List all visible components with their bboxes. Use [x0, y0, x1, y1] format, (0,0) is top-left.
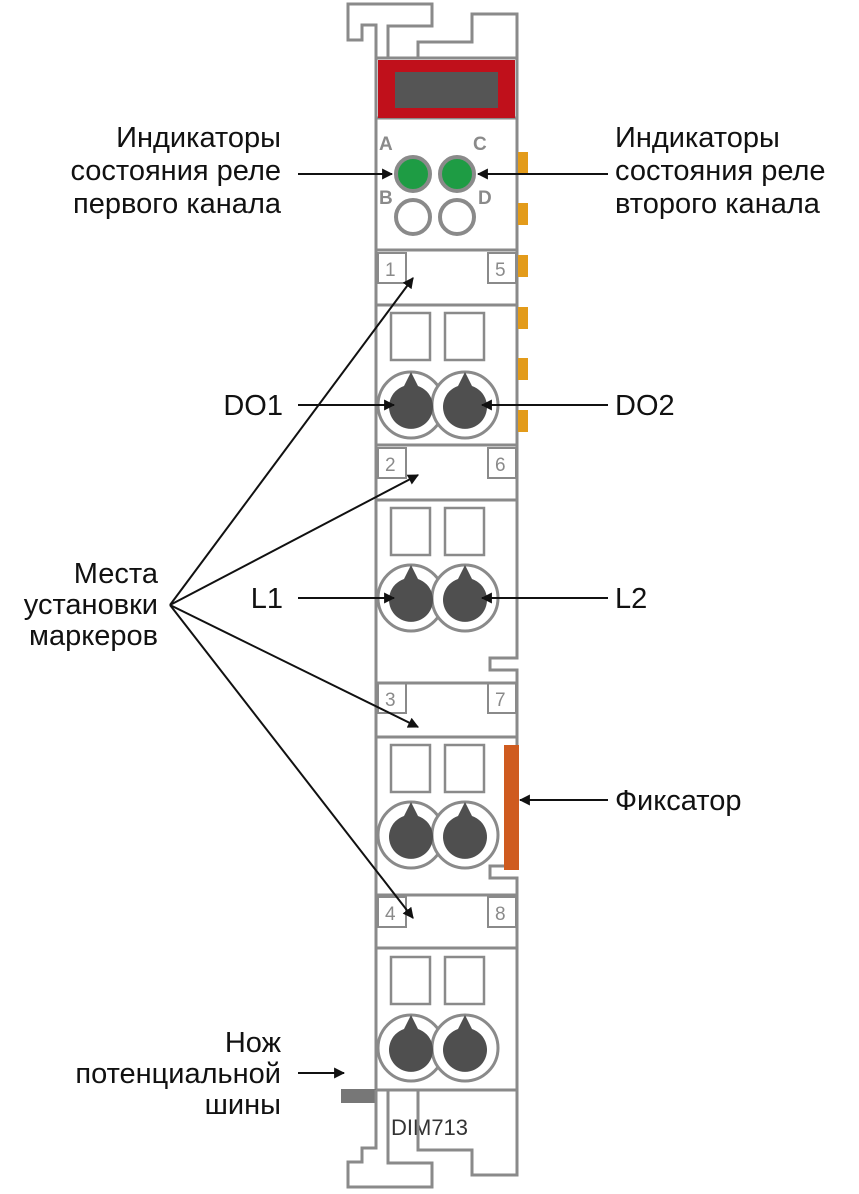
led-d-indicator: [438, 198, 476, 236]
led-letter-a: A: [379, 134, 393, 155]
svg-text:Индикаторы: Индикаторы: [615, 122, 780, 154]
svg-text:шины: шины: [205, 1089, 281, 1121]
led-letter-c: C: [473, 134, 487, 155]
bus-knife: [341, 1089, 376, 1103]
latch: [504, 745, 519, 870]
marker-2: 2: [385, 455, 396, 476]
svg-text:Индикаторы: Индикаторы: [116, 122, 281, 154]
svg-text:второго канала: второго канала: [615, 188, 821, 220]
led-a-indicator: [394, 155, 432, 193]
callout-l2: L2: [615, 583, 647, 615]
bottom-rail-clip: [346, 1090, 519, 1189]
led-b-indicator: [394, 198, 432, 236]
callout-latch: Фиксатор: [615, 785, 741, 817]
callout-led-right: Индикаторы состояния реле второго канала: [615, 122, 826, 220]
marker-8: 8: [495, 904, 506, 925]
svg-text:первого канала: первого канала: [73, 188, 282, 220]
led-panel: A B C D: [379, 134, 492, 236]
callout-led-left: Индикаторы состояния реле первого канала: [70, 122, 281, 220]
terminal-block-1: [376, 311, 500, 440]
terminal-block-4: [376, 955, 500, 1083]
status-header: [378, 60, 515, 118]
screw-l1: [388, 565, 433, 622]
screw-do2: [443, 372, 487, 429]
callout-bus-knife: Нож потенциальной шины: [75, 1027, 281, 1121]
marker-6: 6: [495, 455, 506, 476]
svg-text:потенциальной: потенциальной: [75, 1058, 281, 1090]
screw-l2: [443, 565, 487, 622]
callout-markers: Места установки маркеров: [24, 558, 159, 652]
led-letter-b: B: [379, 188, 393, 209]
top-rail-clip: [346, 2, 519, 58]
model-label: DIM713: [391, 1115, 468, 1140]
svg-text:маркеров: маркеров: [29, 620, 158, 652]
marker-5: 5: [495, 260, 506, 281]
led-c-indicator: [438, 155, 476, 193]
screw-8: [443, 1015, 487, 1072]
screw-3: [389, 802, 433, 859]
marker-1: 1: [385, 260, 396, 281]
callout-do1: DO1: [223, 390, 283, 422]
terminal-block-2: [376, 506, 500, 633]
svg-text:состояния реле: состояния реле: [615, 155, 826, 187]
callout-arrows: [169, 168, 608, 1079]
svg-text:Нож: Нож: [225, 1027, 282, 1059]
marker-4: 4: [385, 904, 396, 925]
led-letter-d: D: [478, 188, 492, 209]
callout-do2: DO2: [615, 390, 675, 422]
svg-text:Места: Места: [74, 558, 159, 590]
callout-l1: L1: [251, 583, 283, 615]
screw-4: [389, 1015, 433, 1072]
marker-3: 3: [385, 690, 396, 711]
svg-text:состояния реле: состояния реле: [70, 155, 281, 187]
marker-7: 7: [495, 690, 506, 711]
screw-7: [443, 802, 487, 859]
screw-do1: [388, 372, 433, 429]
side-contacts: [518, 152, 528, 432]
terminal-block-3: [376, 743, 500, 870]
marker-labels: 1 5 2 6 3 7 4 8: [377, 252, 517, 928]
svg-text:установки: установки: [24, 589, 158, 621]
